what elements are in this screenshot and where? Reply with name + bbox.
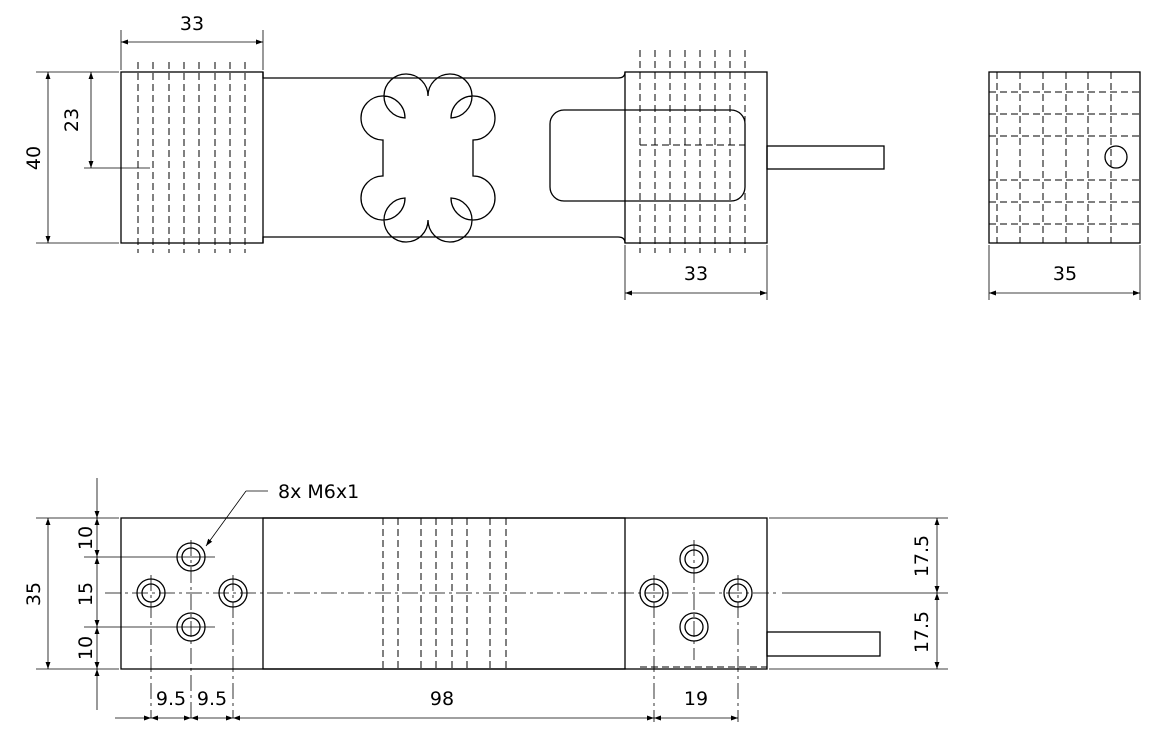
left-hole-pattern xyxy=(84,540,248,718)
slot-cutout xyxy=(549,109,746,202)
bottom-body xyxy=(120,517,768,670)
right-hole-pattern xyxy=(639,540,753,722)
dim-right-block-width: 33 xyxy=(684,263,708,285)
dim-half-width-bottom: 17.5 xyxy=(911,611,933,653)
front-view: 33 40 23 33 xyxy=(23,13,885,300)
left-hidden-holes xyxy=(137,62,246,253)
side-block xyxy=(988,71,1141,244)
side-view: 35 xyxy=(988,71,1141,300)
dim-top-left-width: 33 xyxy=(180,13,204,35)
left-mount-block xyxy=(120,71,264,244)
dim-half-width-top: 17.5 xyxy=(911,535,933,577)
dim-hole-offset-1: 9.5 xyxy=(156,688,186,710)
dim-hole-spacing-top: 10 xyxy=(75,526,97,550)
dim-center-length: 98 xyxy=(430,688,454,710)
dim-bottom-width: 35 xyxy=(23,582,45,606)
dim-mount-height: 23 xyxy=(61,108,83,132)
dim-side-width: 35 xyxy=(1053,263,1077,285)
dim-right-hole-spacing: 19 xyxy=(684,688,708,710)
dim-hole-spacing-mid: 15 xyxy=(75,582,97,606)
callout-thread-spec: 8x M6x1 xyxy=(278,481,359,503)
right-mount-block xyxy=(624,71,768,244)
beam-body xyxy=(262,71,626,244)
bottom-center-plate xyxy=(262,517,626,670)
clover-cutout xyxy=(360,73,496,243)
dim-total-height: 40 xyxy=(23,146,45,170)
cable-exit-circle xyxy=(1104,145,1128,169)
right-hidden-holes xyxy=(639,50,746,253)
bottom-view: 8x M6x1 35 10 15 10 9.5 9.5 98 19 17.5 1… xyxy=(23,478,948,722)
cable xyxy=(766,145,885,170)
dim-hole-offset-2: 9.5 xyxy=(197,688,227,710)
side-hidden-lines xyxy=(989,72,1140,243)
bottom-hidden-lines xyxy=(382,518,767,669)
bottom-cable xyxy=(766,631,881,657)
dim-hole-spacing-bottom: 10 xyxy=(75,636,97,660)
